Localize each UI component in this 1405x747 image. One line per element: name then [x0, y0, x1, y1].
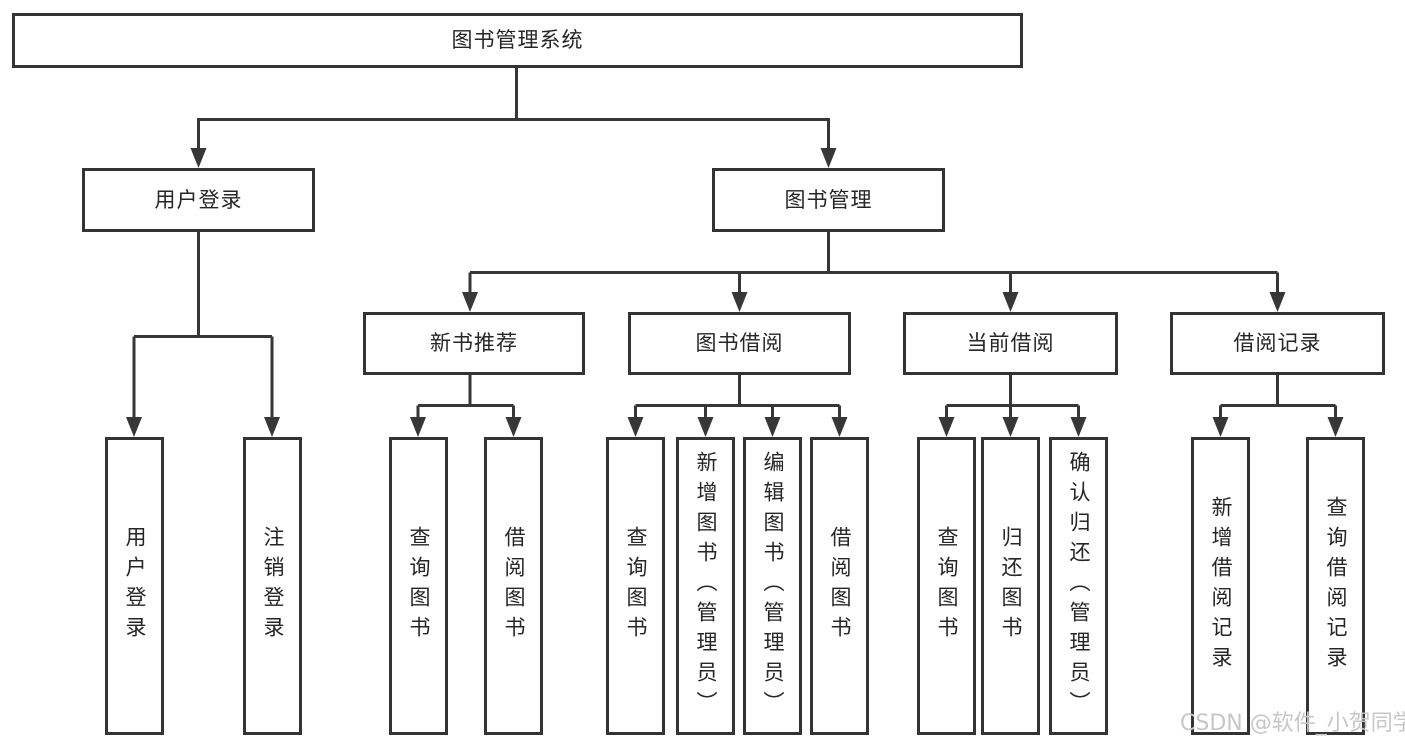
node-user-login-label: 用户登录	[154, 187, 243, 212]
node-user-login: 用户登录	[82, 168, 315, 232]
leaf-query-books-recommend: 查询图书	[389, 437, 448, 735]
leaf-add-books-admin: 新增图书（管理员）	[676, 437, 735, 735]
leaf-query-borrow-record: 查询借阅记录	[1306, 437, 1365, 735]
arrow-borrow-records	[1269, 292, 1286, 312]
node-book-borrow: 图书借阅	[628, 312, 851, 375]
leaf-user-login: 用户登录	[105, 437, 164, 735]
arrow-leaf-user-login	[126, 417, 142, 437]
csdn-watermark: CSDN @软件_小贺同学	[1180, 711, 1405, 736]
leaf-edit-books-admin: 编辑图书（管理员）	[743, 437, 802, 735]
leaf-confirm-return-admin: 确认归还（管理员）	[1049, 437, 1108, 735]
leaf-borrow-books: 借阅图书	[810, 437, 869, 735]
arrow-new-book	[462, 292, 478, 312]
arrow-current-borrow	[1002, 292, 1019, 312]
node-new-book-recommend: 新书推荐	[363, 312, 585, 375]
node-root: 图书管理系统	[12, 13, 1023, 68]
node-borrow-records: 借阅记录	[1170, 312, 1385, 375]
leaf-return-books: 归还图书	[981, 437, 1040, 735]
leaf-borrow-books-recommend: 借阅图书	[484, 437, 543, 735]
leaf-query-books-current: 查询图书	[917, 437, 976, 735]
arrow-book-borrow	[731, 292, 748, 312]
arrow-leaf-logout	[264, 417, 280, 437]
node-root-label: 图书管理系统	[451, 28, 584, 52]
leaf-add-borrow-record: 新增借阅记录	[1191, 437, 1250, 735]
node-book-management: 图书管理	[712, 168, 945, 232]
leaf-logout: 注销登录	[243, 437, 302, 735]
arrow-user-login	[190, 148, 207, 168]
node-current-borrow: 当前借阅	[903, 312, 1118, 375]
arrowheads	[126, 148, 1344, 437]
node-book-management-label: 图书管理	[784, 187, 873, 212]
arrow-book-mgmt	[820, 148, 837, 168]
leaf-query-books-borrow: 查询图书	[606, 437, 665, 735]
